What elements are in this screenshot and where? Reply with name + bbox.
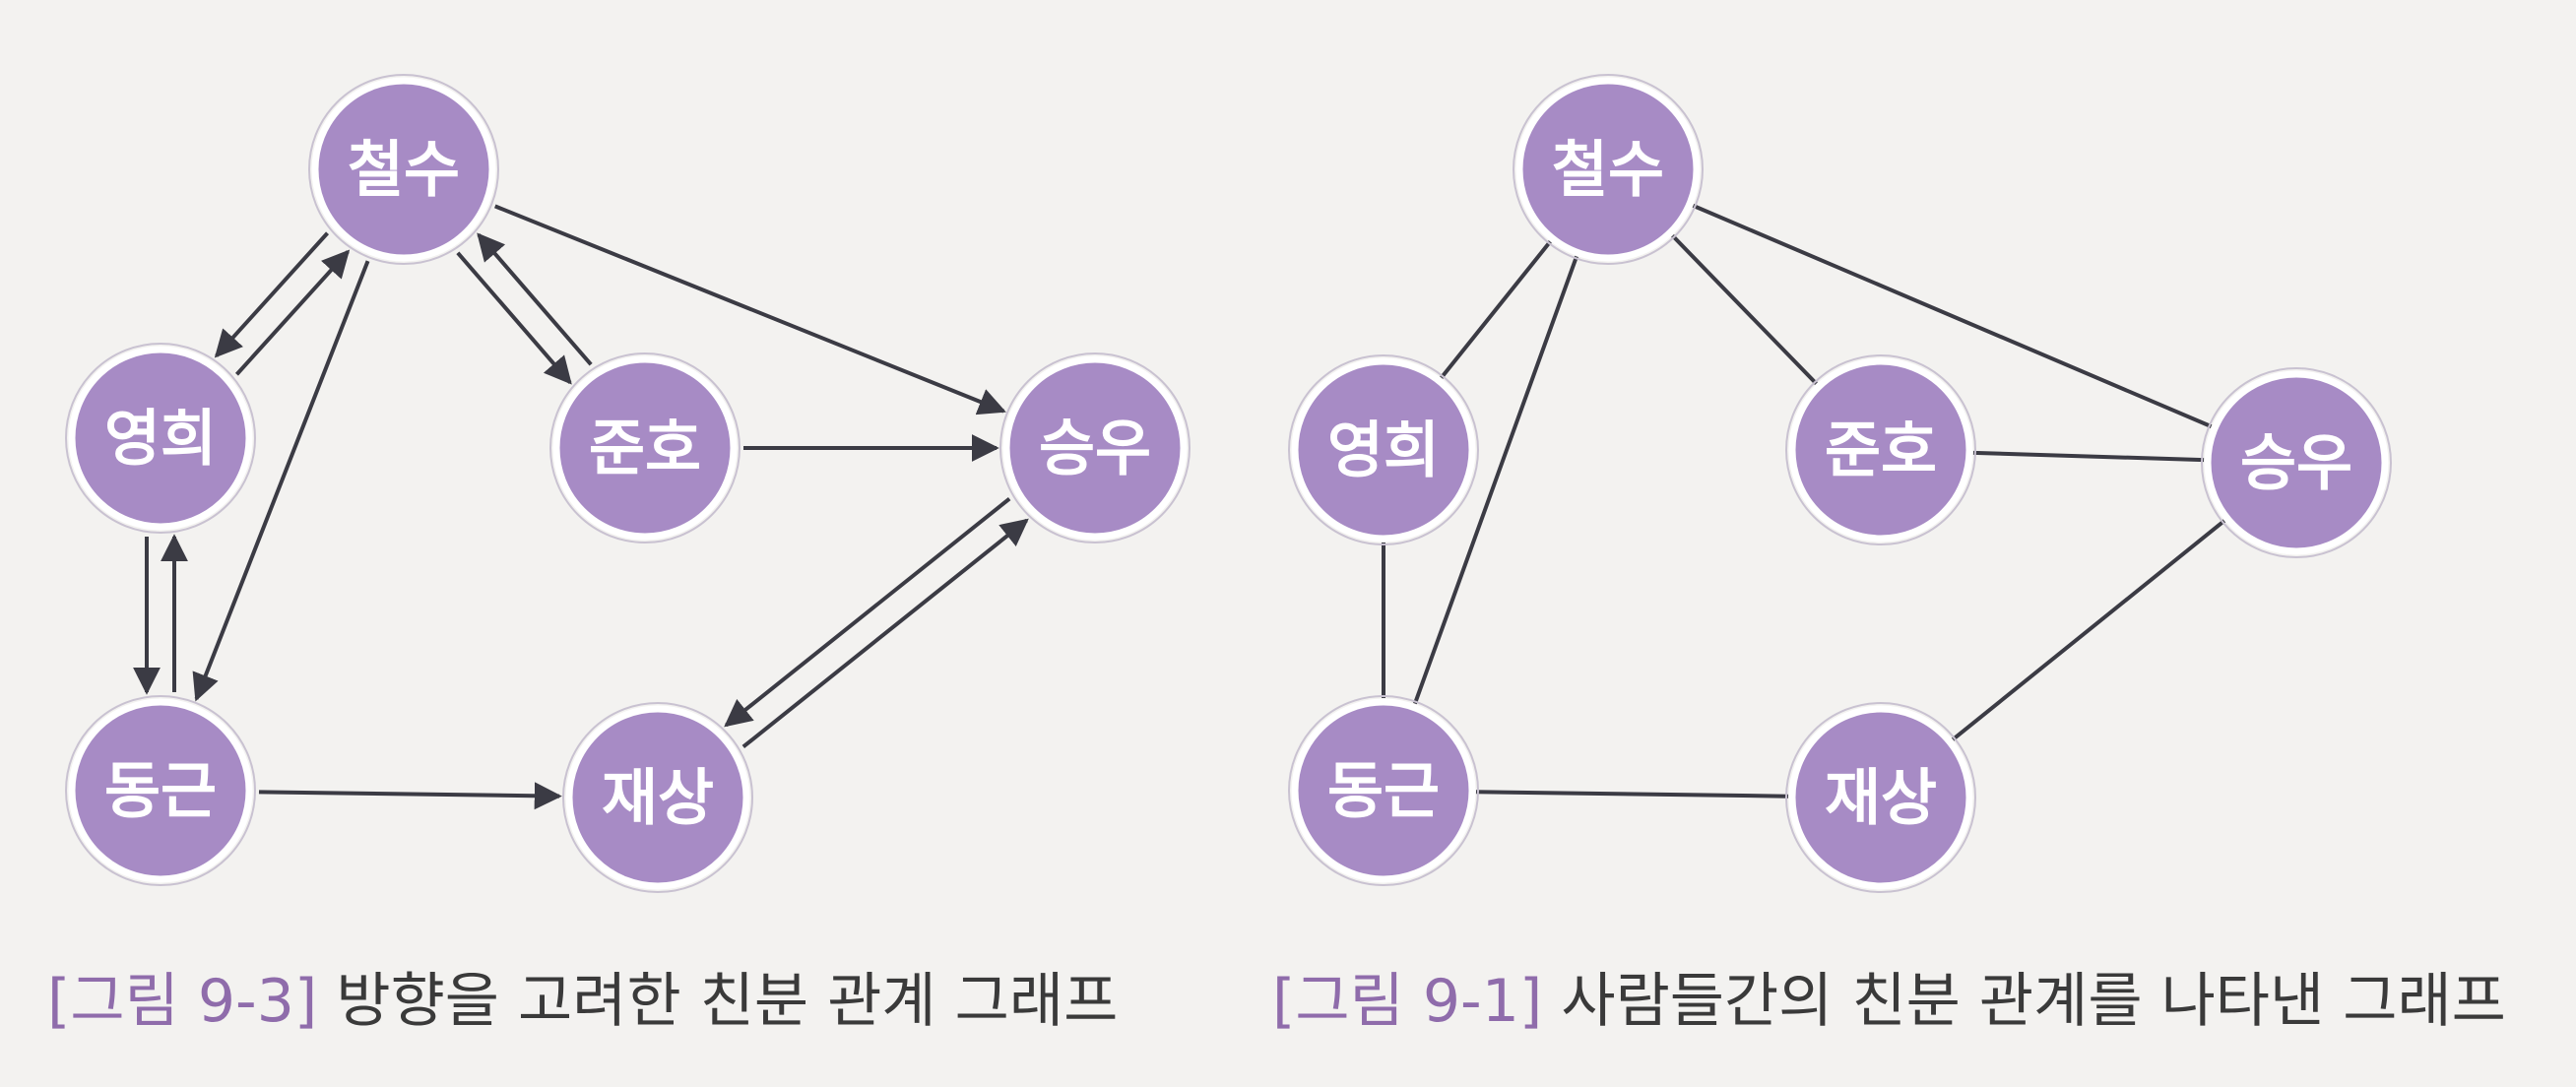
caption-undirected-number: [그림 9-1] xyxy=(1272,967,1543,1036)
edge-cs-jh xyxy=(1671,234,1818,385)
node-label: 승우 xyxy=(1039,413,1151,484)
edge-cs-sw xyxy=(1692,204,2213,428)
edge-yh-cs xyxy=(234,249,351,376)
caption-undirected-text: 사람들간의 친분 관계를 나타낸 그래프 xyxy=(1561,967,2506,1036)
node-label: 재상 xyxy=(1825,762,1937,834)
node-ring xyxy=(562,702,753,893)
edge-cs-sw xyxy=(493,204,1006,416)
node-ring xyxy=(999,352,1191,544)
directed-node-jh: 준호 xyxy=(549,352,741,544)
edge-dg-js xyxy=(258,782,562,810)
node-circle xyxy=(552,355,738,541)
node-circle xyxy=(1515,77,1701,262)
node-circle xyxy=(68,346,253,531)
directed-node-cs: 철수 xyxy=(308,74,499,265)
node-ring xyxy=(1513,74,1704,265)
directed-node-dg: 동근 xyxy=(65,695,256,886)
edge-jh-cs xyxy=(477,232,593,366)
directed-node-sw: 승우 xyxy=(999,352,1191,544)
node-ring xyxy=(1288,695,1479,886)
node-ring xyxy=(1785,702,1976,893)
node-label: 철수 xyxy=(1552,134,1664,206)
node-circle xyxy=(1291,357,1476,543)
edge-cs-jh xyxy=(456,251,572,385)
node-ring xyxy=(2201,367,2392,558)
edge-js-sw xyxy=(1951,519,2226,741)
edge-cs-dg xyxy=(192,260,370,702)
undirected-node-sw: 승우 xyxy=(2201,367,2392,558)
node-label: 동근 xyxy=(104,755,217,827)
directed-node-yh: 영희 xyxy=(65,343,256,534)
node-circle xyxy=(1291,698,1476,883)
undirected-node-cs: 철수 xyxy=(1513,74,1704,265)
edge-jh-sw xyxy=(1972,450,2205,463)
node-label: 준호 xyxy=(1825,415,1937,486)
caption-directed: [그림 9-3] 방향을 고려한 친분 관계 그래프 xyxy=(47,957,1118,1046)
caption-undirected: [그림 9-1] 사람들간의 친분 관계를 나타낸 그래프 xyxy=(1272,957,2506,1046)
undirected-edges xyxy=(1382,204,2226,799)
node-label: 준호 xyxy=(589,413,701,484)
undirected-node-yh: 영희 xyxy=(1288,354,1479,545)
edge-dg-js xyxy=(1475,790,1789,799)
node-circle xyxy=(1002,355,1188,541)
node-circle xyxy=(565,705,750,890)
node-label: 동근 xyxy=(1327,755,1440,827)
node-ring xyxy=(65,343,256,534)
undirected-node-jh: 준호 xyxy=(1785,354,1976,545)
node-ring xyxy=(308,74,499,265)
node-circle xyxy=(311,77,496,262)
node-ring xyxy=(65,695,256,886)
caption-directed-text: 방향을 고려한 친분 관계 그래프 xyxy=(336,967,1119,1036)
node-label: 영희 xyxy=(104,403,217,475)
node-circle xyxy=(68,698,253,883)
edge-cs-yh xyxy=(214,231,330,358)
edge-sw-js xyxy=(724,496,1011,728)
node-ring xyxy=(549,352,741,544)
node-label: 재상 xyxy=(602,762,714,834)
edge-js-sw xyxy=(741,518,1029,749)
node-ring xyxy=(1288,354,1479,545)
node-circle xyxy=(1788,357,1973,543)
node-circle xyxy=(1788,705,1973,890)
undirected-node-js: 재상 xyxy=(1785,702,1976,893)
caption-directed-number: [그림 9-3] xyxy=(47,967,318,1036)
directed-node-js: 재상 xyxy=(562,702,753,893)
edge-cs-yh xyxy=(1440,240,1552,379)
edge-cs-dg xyxy=(1413,255,1578,705)
directed-edges xyxy=(133,204,1029,810)
node-label: 영희 xyxy=(1327,415,1440,486)
node-label: 철수 xyxy=(348,134,460,206)
undirected-node-dg: 동근 xyxy=(1288,695,1479,886)
node-circle xyxy=(2204,370,2389,555)
node-label: 승우 xyxy=(2240,427,2352,499)
node-ring xyxy=(1785,354,1976,545)
